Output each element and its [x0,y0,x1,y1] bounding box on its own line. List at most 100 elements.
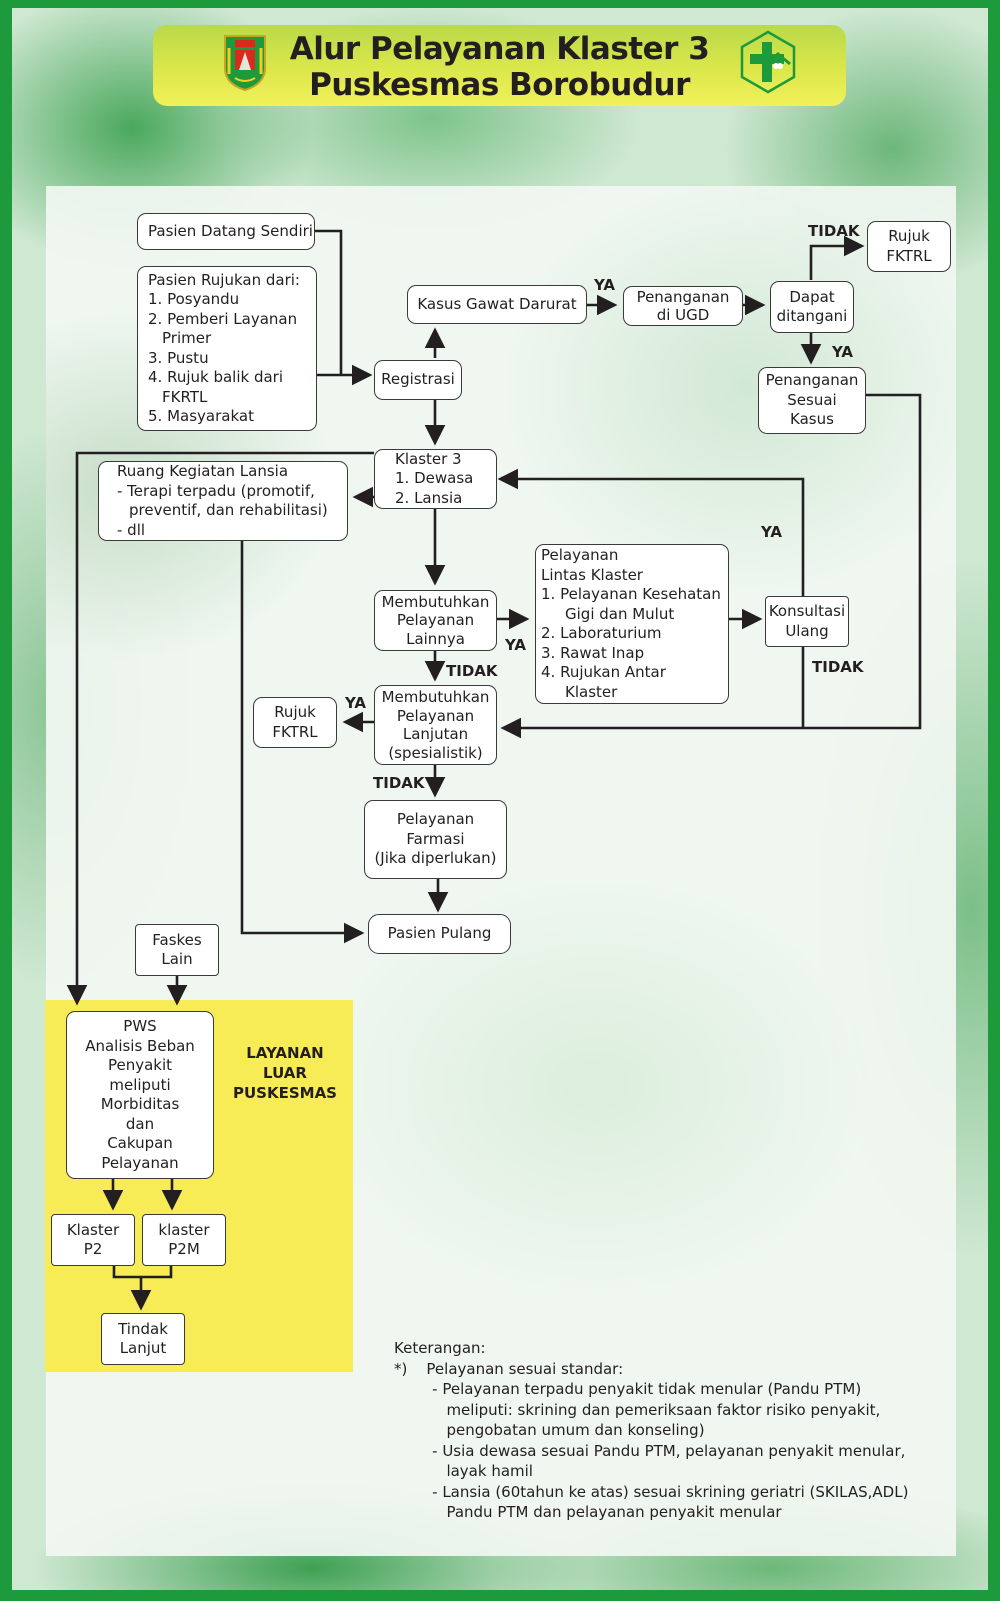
label-ya-konsultasi: YA [761,523,783,541]
node-klaster-p2: Klaster P2 [51,1214,135,1266]
node-rujuk-fktrl-top: Rujuk FKTRL [867,221,951,272]
node-text: Cakupan [107,1134,173,1152]
label-ya-dapat: YA [832,343,854,361]
title-line-1: Alur Pelayanan Klaster 3 [289,31,710,67]
layanan-luar-puskesmas-label: LAYANAN LUAR PUSKESMAS [230,1043,340,1103]
label-ya-gawat: YA [594,276,616,294]
node-penanganan-ugd: Penanganan di UGD [623,286,743,326]
node-text: Klaster 3 [395,449,462,468]
node-text: Pasien Rujukan dari: [148,270,300,289]
node-text: dan [125,1114,155,1133]
node-text: 5. Masyarakat [148,407,254,425]
node-text: 1. Dewasa [395,469,474,488]
node-klaster-p2m: klaster P2M [142,1214,226,1266]
node-text: FKTRL [886,246,932,265]
node-text: 2. Lansia [395,488,463,507]
node-pasien-datang-sendiri: Pasien Datang Sendiri [137,213,315,250]
node-text: P2M [168,1240,200,1258]
node-text: Penanganan [765,371,859,390]
node-text: PWS [123,1017,157,1035]
node-text: Faskes [152,930,202,949]
node-text: 1. Posyandu [148,290,240,308]
node-kasus-gawat-darurat: Kasus Gawat Darurat [407,285,587,324]
legend-line: layak hamil [394,1462,533,1480]
node-text: Tindak [118,1319,168,1338]
node-dapat-ditangani: Dapat ditangani [770,281,854,333]
node-text: 3. Pustu [148,348,209,367]
node-text: ditangani [776,307,848,325]
node-text: Rujuk [888,227,930,245]
node-text: meliputi [109,1075,171,1094]
layanan-label-line: LAYANAN [246,1044,324,1062]
puskesmas-cross-house-icon [740,30,796,94]
node-text: (Jika diperlukan) [374,849,497,868]
legend-line: - Usia dewasa sesuai Pandu PTM, pelayana… [394,1441,906,1460]
node-text: Klaster [66,1220,120,1239]
node-text: Kasus Gawat Darurat [417,294,577,313]
node-text: 3. Rawat Inap [541,643,645,662]
node-membutuhkan-pelayanan-lanjutan: Membutuhkan Pelayanan Lanjutan (spesiali… [374,685,497,765]
node-text: P2 [83,1240,103,1258]
legend-title: Keterangan: [394,1339,486,1357]
node-pasien-rujukan: Pasien Rujukan dari: 1. Posyandu 2. Pemb… [137,266,317,431]
node-text: 2. Laboraturium [541,624,662,642]
label-ya-lanjutan: YA [345,694,367,712]
legend-line: - Lansia (60tahun ke atas) sesuai skrini… [394,1482,909,1501]
node-ruang-kegiatan-lansia: Ruang Kegiatan Lansia - Terapi terpadu (… [98,461,348,541]
node-tindak-lanjut: Tindak Lanjut [101,1313,185,1365]
title-banner: Alur Pelayanan Klaster 3 Puskesmas Borob… [153,25,846,106]
node-penanganan-sesuai-kasus: Penanganan Sesuai Kasus [758,367,866,434]
node-registrasi: Registrasi [374,360,462,400]
node-text: (spesialistik) [388,743,483,762]
node-text: Lainnya [406,629,465,648]
node-text: Pelayanan [396,810,475,829]
node-text: Konsultasi [768,602,846,620]
legend-line: Pandu PTM dan pelayanan penyakit menular [394,1503,782,1521]
node-text: FKRTL [162,387,208,406]
node-text: Lain [161,950,193,968]
layanan-label-line: LUAR [263,1064,307,1082]
node-text: Lintas Klaster [541,565,643,584]
node-text: Pasien Datang Sendiri [148,221,313,240]
label-tidak-lanjutan: TIDAK [373,774,425,792]
node-text: 4. Rujukan Antar [541,663,666,681]
node-text: - dll [117,520,146,539]
node-text: FKTRL [272,722,318,741]
layanan-label-line: PUSKESMAS [233,1084,337,1102]
node-text: Pelayanan [101,1153,179,1172]
node-text: Registrasi [381,370,455,389]
title-line-2: Puskesmas Borobudur [309,67,690,103]
node-text: Penanganan [636,288,730,306]
node-text: preventif, dan rehabilitasi) [129,501,328,519]
label-tidak-konsultasi: TIDAK [812,658,864,676]
label-ya-lainnya: YA [505,636,527,654]
node-faskes-lain: Faskes Lain [135,924,219,976]
legend-line: meliputi: skrining dan pemeriksaan fakto… [394,1400,881,1419]
regency-coat-of-arms-icon [224,35,266,92]
node-text: Ruang Kegiatan Lansia [117,462,289,480]
legend-line: pengobatan umum dan konseling) [394,1421,705,1439]
node-text: Pelayanan [396,611,475,630]
node-pelayanan-farmasi: Pelayanan Farmasi (Jika diperlukan) [364,800,507,879]
node-rujuk-fktrl-mid: Rujuk FKTRL [253,697,337,748]
node-text: Dapat [789,287,835,306]
node-text: Pelayanan [541,546,619,564]
node-text: Analisis Beban [85,1036,195,1055]
node-text: - Terapi terpadu (promotif, [117,481,315,500]
node-text: Penyakit [107,1056,173,1074]
node-text: Primer [162,329,212,347]
node-text: Pelayanan [396,706,475,725]
node-text: 1. Pelayanan Kesehatan [541,585,721,603]
node-text: 4. Rujuk balik dari [148,368,284,386]
node-text: Membutuhkan [381,592,490,611]
node-text: di UGD [656,306,710,324]
label-tidak-dapat: TIDAK [808,222,860,240]
legend-line: - Pelayanan terpadu penyakit tidak menul… [394,1380,862,1398]
node-text: Farmasi [406,829,465,848]
node-text: 2. Pemberi Layanan [148,309,298,328]
legend-line: *) Pelayanan sesuai standar: [394,1359,624,1378]
node-text: Lanjut [119,1339,167,1357]
node-text: Lanjutan [402,725,469,743]
node-konsultasi-ulang: Konsultasi Ulang [765,596,849,647]
node-pws: PWS Analisis Beban Penyakit meliputi Mor… [66,1011,214,1179]
